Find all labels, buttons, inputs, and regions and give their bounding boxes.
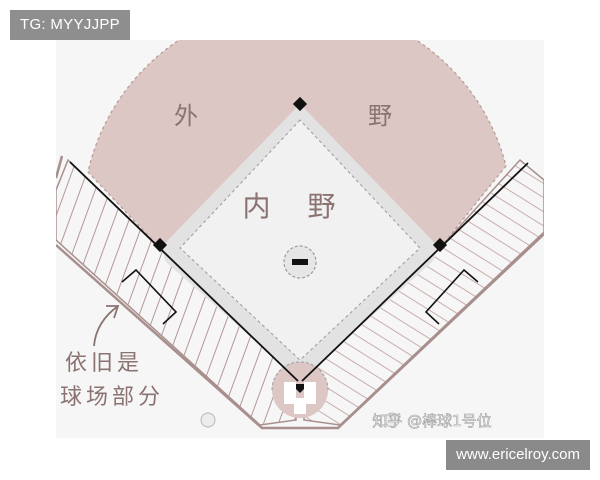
on-deck-circle-right (384, 412, 400, 428)
pitchers-rubber (292, 259, 308, 265)
top-left-tag: TG: MYYJJPP (10, 10, 130, 40)
outfield-label-right: 野 (368, 102, 392, 130)
right-foul-territory (303, 158, 544, 426)
coach-box-right (424, 268, 479, 325)
batters-box-right (304, 382, 316, 404)
first-base (432, 237, 448, 253)
second-base (292, 96, 308, 112)
left-foul-line (69, 161, 299, 382)
zhihu-watermark: 知乎 @棒球1号位 (372, 412, 491, 430)
website-watermark: www.ericelroy.com (446, 440, 590, 470)
home-plate-arc (271, 361, 329, 391)
infield-label: 内 野 (243, 190, 350, 223)
annotation-arrowhead (106, 305, 120, 319)
batters-box-left (284, 382, 296, 404)
coach-box-left (121, 268, 178, 325)
catchers-box (294, 398, 306, 414)
annotation-line-1: 依旧是 (65, 351, 143, 376)
left-boundary-line (56, 155, 544, 430)
home-plate (296, 384, 304, 393)
on-deck-circle-left (200, 412, 216, 428)
third-base (152, 237, 168, 253)
right-foul-line (301, 162, 529, 382)
annotation-line-2: 球场部分 (60, 385, 164, 410)
outfield-label-left: 外 (174, 102, 198, 130)
annotation-arrow (93, 305, 119, 347)
infield-grass (179, 119, 421, 361)
